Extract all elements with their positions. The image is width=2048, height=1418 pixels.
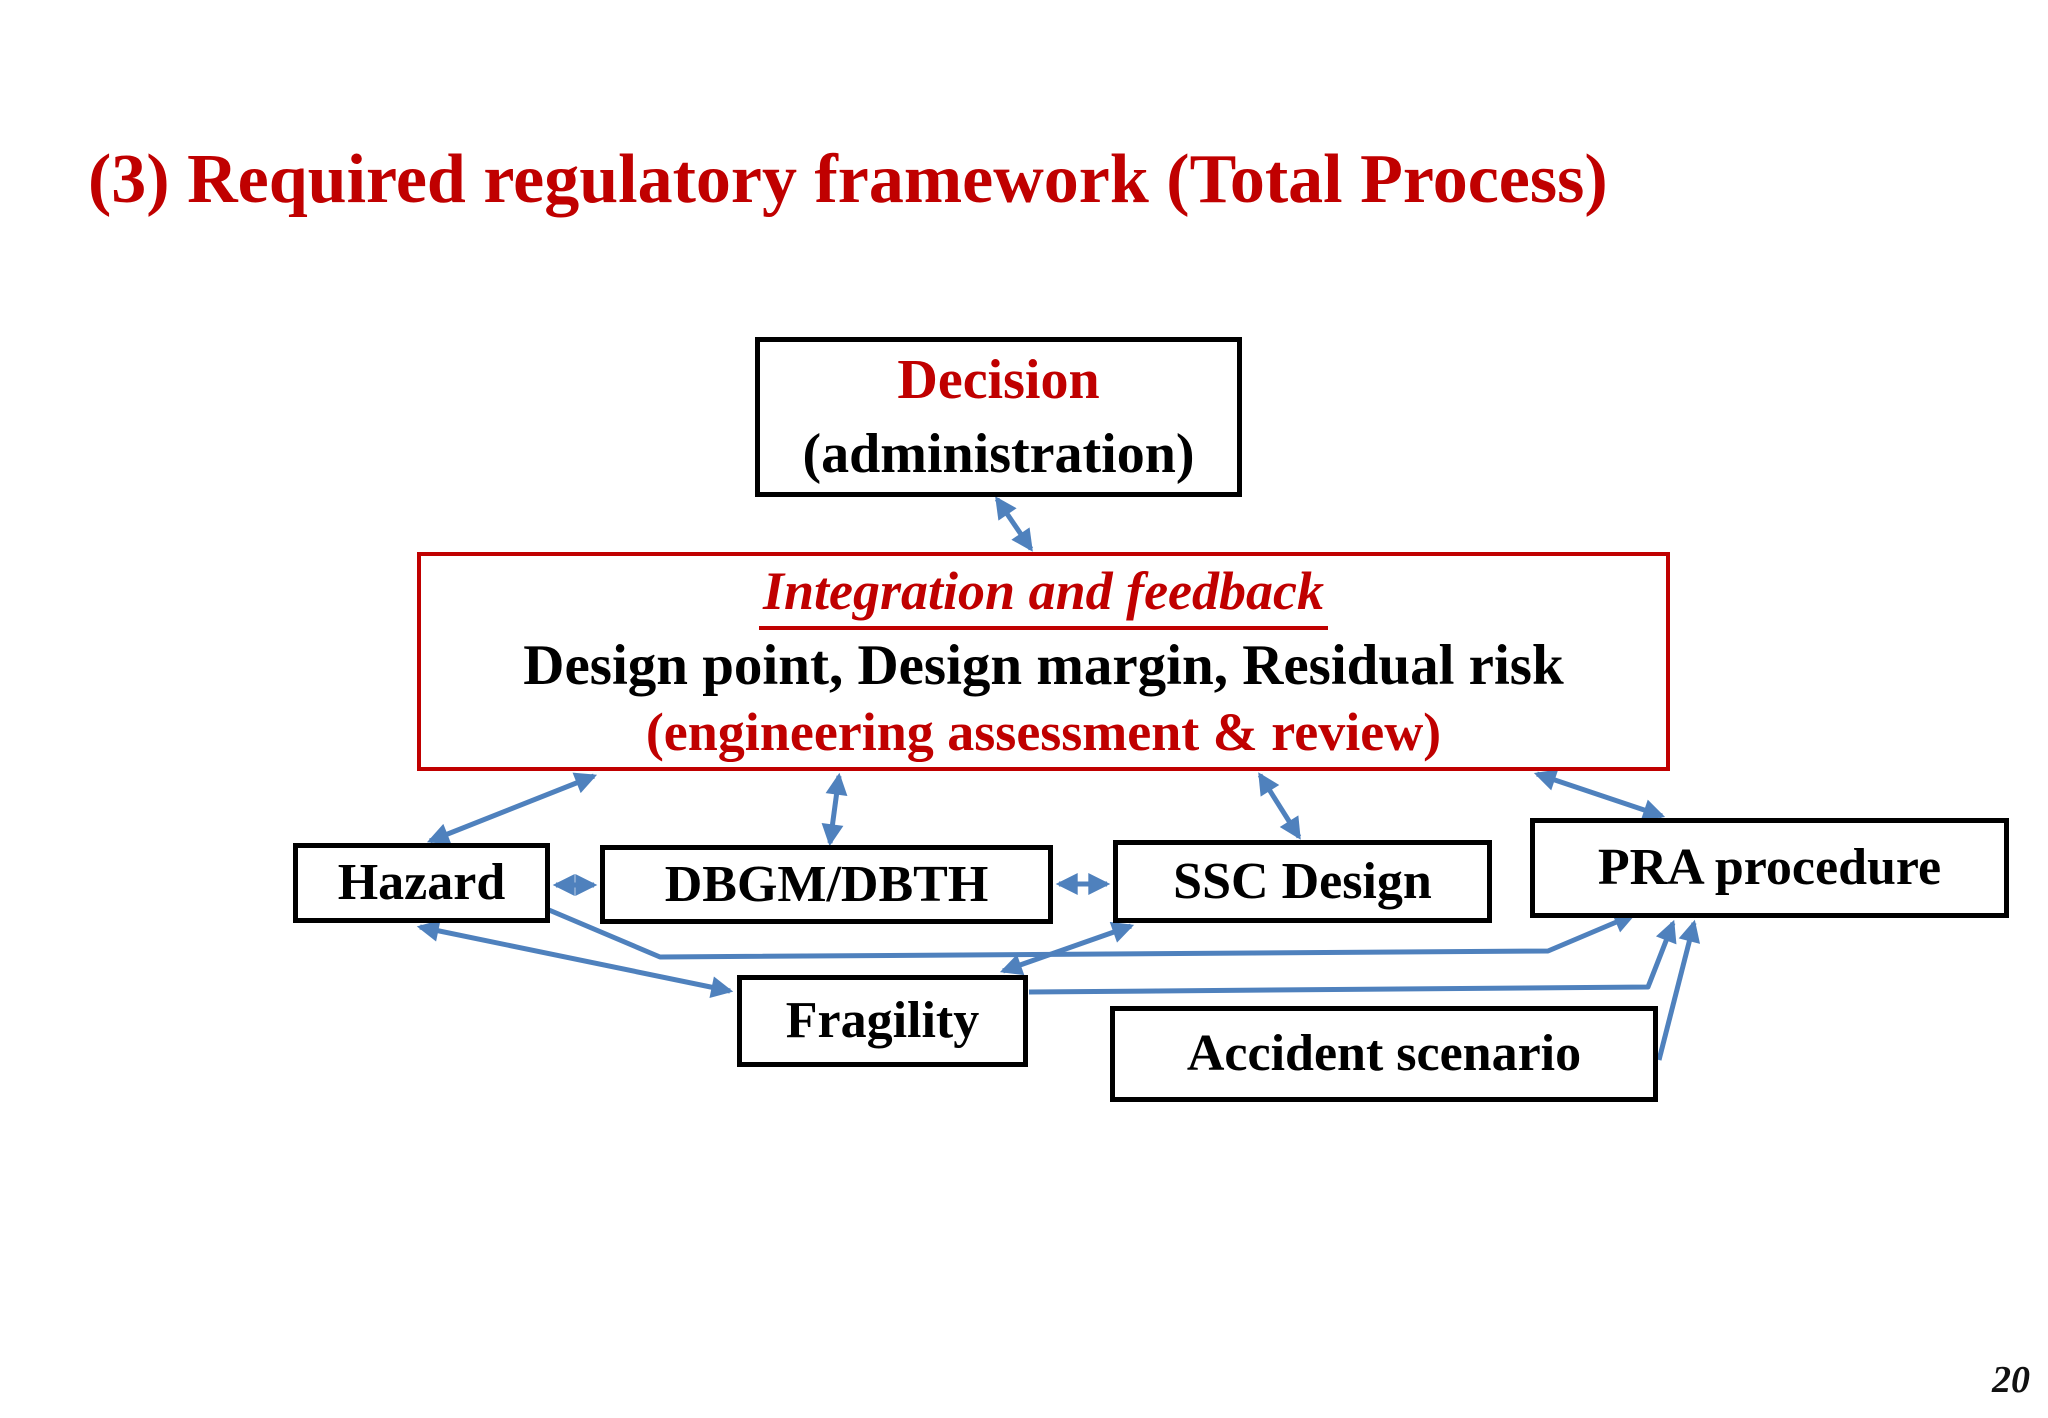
slide-title: (3) Required regulatory framework (Total… bbox=[88, 141, 1608, 218]
node-accident-scenario: Accident scenario bbox=[1110, 1006, 1658, 1102]
node-ssc-design: SSC Design bbox=[1113, 840, 1492, 923]
pra-procedure-label: PRA procedure bbox=[1597, 839, 1942, 896]
arrow-fragility-ssc bbox=[999, 921, 1135, 976]
node-decision: Decision (administration) bbox=[755, 337, 1242, 497]
accident-scenario-label: Accident scenario bbox=[1186, 1025, 1582, 1082]
hazard-label: Hazard bbox=[337, 854, 506, 911]
arrow-decision-integration bbox=[994, 496, 1034, 552]
node-integration: Integration and feedback Design point, D… bbox=[417, 552, 1670, 771]
arrow-integration-ssc bbox=[1257, 772, 1302, 840]
ssc-design-label: SSC Design bbox=[1173, 852, 1432, 910]
arrow-dbgm-pra bbox=[548, 907, 1637, 960]
node-hazard: Hazard bbox=[293, 843, 550, 923]
node-fragility: Fragility bbox=[737, 975, 1028, 1067]
page-number: 20 bbox=[1992, 1359, 2030, 1401]
decision-title: Decision bbox=[897, 349, 1100, 411]
arrow-fragility-pra bbox=[1028, 919, 1677, 995]
integration-detail: Design point, Design margin, Residual ri… bbox=[523, 633, 1564, 697]
arrow-hazard-fragility bbox=[416, 920, 734, 998]
fragility-label: Fragility bbox=[785, 992, 980, 1049]
node-dbgm-dbth: DBGM/DBTH bbox=[600, 845, 1053, 924]
arrow-integration-hazard bbox=[426, 772, 598, 845]
dbgm-dbth-label: DBGM/DBTH bbox=[664, 855, 989, 913]
arrow-integration-pra bbox=[1533, 769, 1666, 821]
integration-subtitle: (engineering assessment & review) bbox=[645, 701, 1442, 762]
arrow-accident-pra bbox=[1656, 919, 1701, 1061]
arrow-integration-dbgm bbox=[821, 772, 848, 847]
decision-subtitle: (administration) bbox=[802, 423, 1195, 485]
integration-title: Integration and feedback bbox=[759, 560, 1328, 630]
node-pra-procedure: PRA procedure bbox=[1530, 818, 2009, 918]
